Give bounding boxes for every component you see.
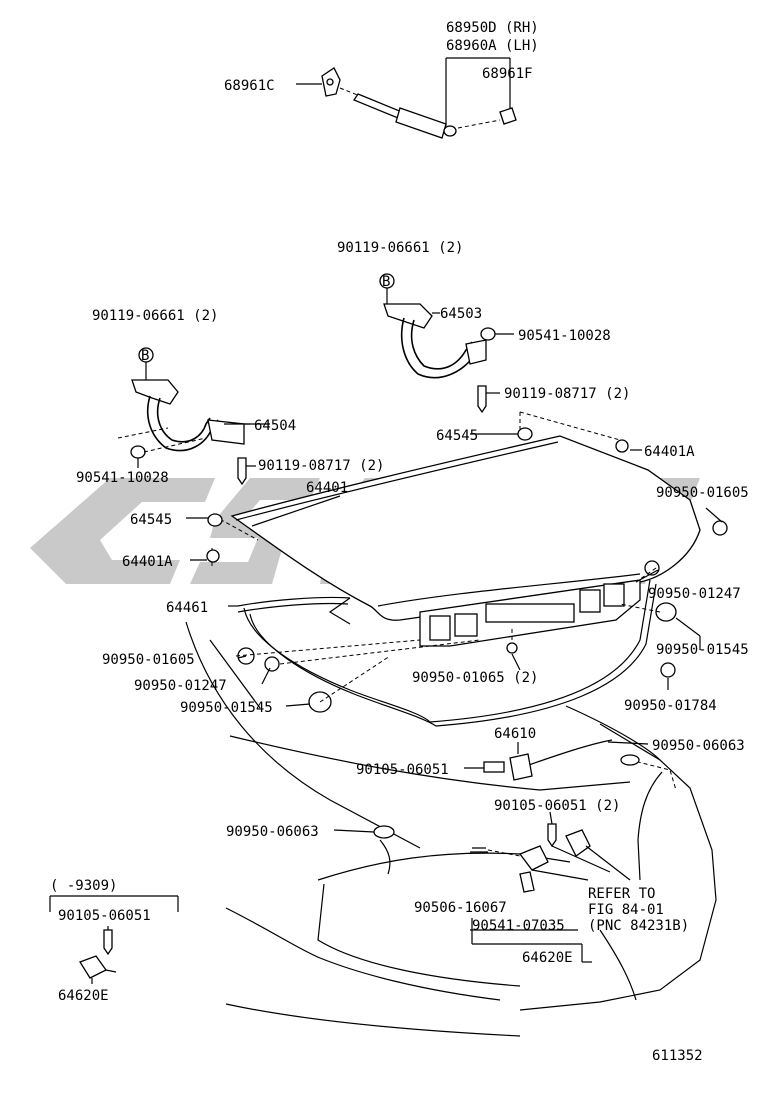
- label-64401: 64401: [306, 480, 348, 496]
- label-90950-01247-lh: 90950-01247: [134, 678, 227, 694]
- label-64610: 64610: [494, 726, 536, 742]
- b-markers: B B: [141, 274, 390, 364]
- hinge-lh: [117, 347, 256, 486]
- label-90105-06051-2: 90105-06051 (2): [494, 798, 620, 814]
- part-labels: 68950D (RH) 68960A (LH) 68961C 68961F 90…: [50, 20, 749, 1064]
- label-refer-to: REFER TO: [588, 886, 655, 902]
- label-90541-10028-lh: 90541-10028: [76, 470, 169, 486]
- plugs-and-cushions: [206, 427, 728, 839]
- label-68960a: 68960A (LH): [446, 38, 539, 54]
- label-64504: 64504: [254, 418, 296, 434]
- label-90119-08717-lh: 90119-08717 (2): [258, 458, 384, 474]
- label-90950-06063-rh: 90950-06063: [652, 738, 745, 754]
- label-refer-pnc: (PNC 84231B): [588, 918, 689, 934]
- label-90119-06661-lh: 90119-06661 (2): [92, 308, 218, 324]
- label-90950-01784: 90950-01784: [624, 698, 717, 714]
- label-inset-64620e: 64620E: [58, 988, 109, 1004]
- inset-early-model: [49, 895, 179, 984]
- b-marker-lh: B: [141, 348, 149, 364]
- label-inset-90105: 90105-06051: [58, 908, 151, 924]
- lock-assembly: [470, 823, 631, 963]
- label-90105-06051: 90105-06051: [356, 762, 449, 778]
- label-90950-01605-lh: 90950-01605: [102, 652, 195, 668]
- label-90119-08717-rh: 90119-08717 (2): [504, 386, 630, 402]
- leader-lines: [186, 423, 723, 833]
- label-64620e: 64620E: [522, 950, 573, 966]
- trunk-lid: [211, 411, 701, 647]
- release-cable: [464, 705, 661, 781]
- label-90950-01247-rh: 90950-01247: [648, 586, 741, 602]
- figure-number: 611352: [652, 1048, 703, 1064]
- label-90541-10028-rh: 90541-10028: [518, 328, 611, 344]
- label-90950-01545-lh: 90950-01545: [180, 700, 273, 716]
- label-64401a-lh: 64401A: [122, 554, 173, 570]
- label-90119-06661-rh: 90119-06661 (2): [337, 240, 463, 256]
- label-90950-01065: 90950-01065 (2): [412, 670, 538, 686]
- label-64401a-rh: 64401A: [644, 444, 695, 460]
- label-inset-range: ( -9309): [50, 878, 117, 894]
- label-64503: 64503: [440, 306, 482, 322]
- label-90506-16067: 90506-16067: [414, 900, 507, 916]
- b-marker-rh: B: [382, 274, 390, 290]
- label-68961c: 68961C: [224, 78, 275, 94]
- label-68961f: 68961F: [482, 66, 533, 82]
- label-refer-fig: FIG 84-01: [588, 902, 664, 918]
- label-90541-07035: 90541-07035: [472, 918, 565, 934]
- label-68950d: 68950D (RH): [446, 20, 539, 36]
- trunk-damper: [296, 57, 517, 139]
- label-90950-06063-lh: 90950-06063: [226, 824, 319, 840]
- label-64545-top: 64545: [436, 428, 478, 444]
- weatherstrip: [237, 579, 657, 727]
- label-64545-side: 64545: [130, 512, 172, 528]
- label-90950-01545-rh: 90950-01545: [656, 642, 749, 658]
- label-90950-01605-rh: 90950-01605: [656, 485, 749, 501]
- hinge-rh: [379, 273, 514, 414]
- label-64461: 64461: [166, 600, 208, 616]
